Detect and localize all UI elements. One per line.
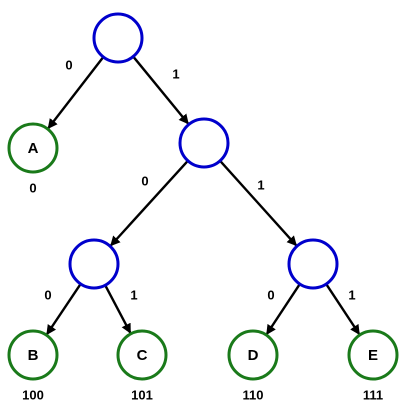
edge-label-root-A: 0 bbox=[65, 57, 72, 72]
node-letter: A bbox=[28, 140, 39, 157]
edge-n10-C bbox=[104, 284, 132, 334]
leaf-node-C: C 101 bbox=[116, 329, 168, 402]
node-circle bbox=[347, 329, 399, 381]
leaf-node-E: E 111 bbox=[347, 329, 399, 402]
node-circle bbox=[287, 238, 339, 290]
code-label: 101 bbox=[131, 387, 153, 402]
edge-label-n1-n11: 1 bbox=[257, 177, 264, 192]
edge-label-n1-n10: 0 bbox=[141, 173, 148, 188]
edge-n11-D bbox=[265, 283, 301, 335]
edge-label-n10-C: 1 bbox=[130, 287, 137, 302]
node-letter: C bbox=[137, 347, 148, 364]
node-circle bbox=[7, 329, 59, 381]
node-circle bbox=[68, 238, 120, 290]
edge-n10-B bbox=[45, 283, 82, 336]
leaf-node-D: D 110 bbox=[227, 329, 279, 402]
edge-root-n1 bbox=[132, 55, 190, 125]
edge-n1-n11 bbox=[219, 160, 298, 247]
edges-layer: 0 1 0 1 0 1 0 1 bbox=[44, 55, 361, 336]
edge-n1-n10 bbox=[109, 159, 189, 247]
edge-label-n10-B: 0 bbox=[44, 287, 51, 302]
leaf-node-A: A0 bbox=[7, 122, 59, 195]
node-circle bbox=[7, 122, 59, 174]
code-label: 111 bbox=[363, 387, 383, 402]
node-letter: B bbox=[28, 347, 39, 364]
node-circle bbox=[227, 329, 279, 381]
internal-node-n1 bbox=[178, 117, 230, 169]
leaf-node-B: B 100 bbox=[7, 329, 59, 402]
node-circle bbox=[92, 12, 144, 64]
edge-n11-E bbox=[325, 283, 361, 335]
internal-node-root bbox=[92, 12, 144, 64]
node-circle bbox=[178, 117, 230, 169]
node-letter: E bbox=[368, 347, 378, 364]
code-label: 0 bbox=[29, 180, 36, 195]
node-circle bbox=[116, 329, 168, 381]
code-label: 100 bbox=[22, 387, 44, 402]
node-letter: D bbox=[248, 347, 259, 364]
edge-label-root-n1: 1 bbox=[172, 66, 179, 81]
edge-label-n11-E: 1 bbox=[348, 287, 355, 302]
internal-node-n10 bbox=[68, 238, 120, 290]
code-label: 110 bbox=[243, 387, 264, 402]
edge-root-A bbox=[47, 56, 105, 130]
edge-label-n11-D: 0 bbox=[267, 287, 274, 302]
internal-node-n11 bbox=[287, 238, 339, 290]
